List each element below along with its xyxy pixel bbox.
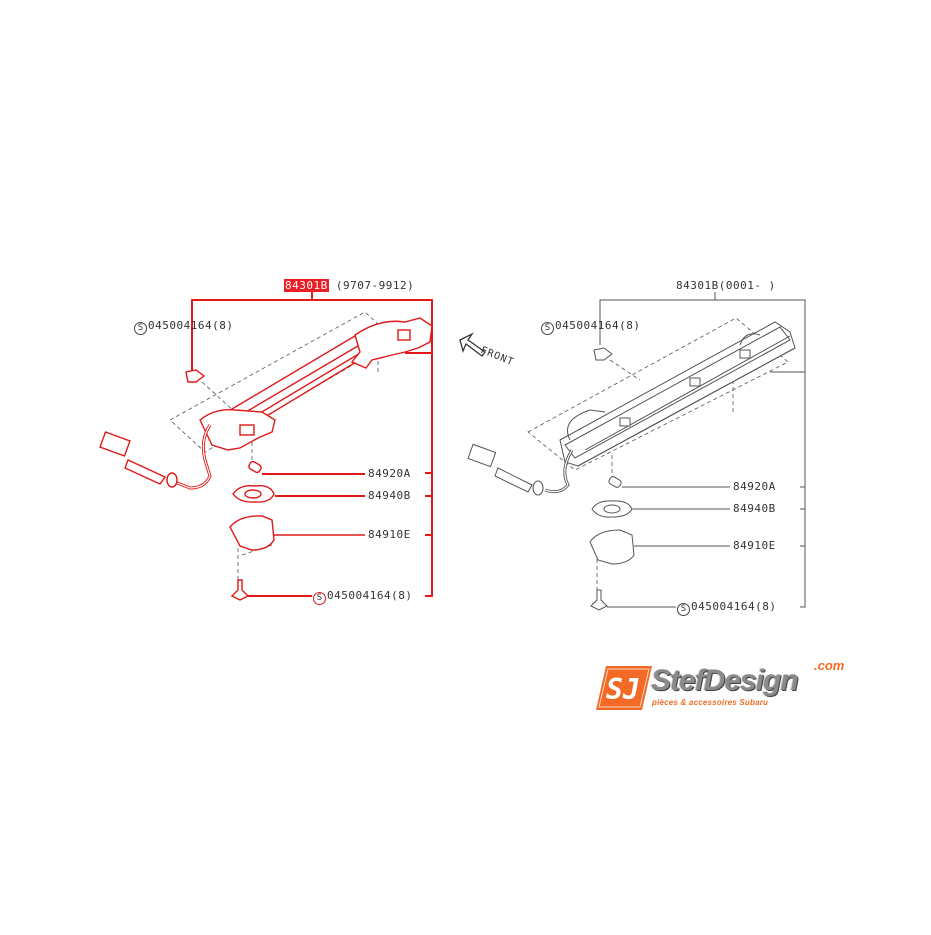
right-housing (467, 321, 796, 496)
left-assembly-label[interactable]: 84301B (9707-9912) (284, 279, 415, 292)
sj-mark-icon: SJ (596, 666, 652, 710)
left-callout-84920a[interactable]: 84920A (368, 467, 411, 480)
left-callout-84910e[interactable]: 84910E (368, 528, 411, 541)
left-callout-84940b[interactable]: 84940B (368, 489, 411, 502)
right-screw-top-part-number[interactable]: 045004164(8) (555, 319, 641, 332)
front-arrow-icon (459, 332, 486, 357)
left-assembly-part-number[interactable]: 84301B (284, 279, 329, 292)
brand-tagline: pièces & accessoires Subaru (652, 698, 769, 707)
standard-part-symbol-icon: S (134, 322, 147, 335)
right-small-parts (589, 347, 730, 611)
right-callout-84920a[interactable]: 84920A (733, 480, 776, 493)
brand-name: StefDesign (651, 664, 799, 697)
left-screw-bottom-part-number[interactable]: 045004164(8) (327, 589, 413, 602)
standard-part-symbol-icon: S (541, 322, 554, 335)
left-screw-top-part-number[interactable]: 045004164(8) (148, 319, 234, 332)
left-small-parts (185, 369, 365, 601)
standard-part-symbol-icon: S (313, 592, 326, 605)
right-callout-84910e[interactable]: 84910E (733, 539, 776, 552)
right-assembly-part-number[interactable]: 84301B (676, 279, 719, 292)
right-assembly-bracket (599, 292, 806, 608)
standard-part-symbol-icon: S (677, 603, 690, 616)
right-callout-84940b[interactable]: 84940B (733, 502, 776, 515)
right-assembly-period: (0001- ) (718, 279, 776, 292)
brand-tld: .com (814, 658, 845, 673)
right-screw-bottom-part-number[interactable]: 045004164(8) (691, 600, 777, 613)
svg-text:SJ: SJ (606, 673, 640, 706)
left-assembly-bracket (191, 292, 433, 597)
left-harness (99, 317, 433, 490)
left-assembly-period: (9707-9912) (335, 279, 415, 292)
stefdesign-logo: SJ StefDesign .com pièces & accessoires … (596, 658, 856, 716)
right-assembly-label[interactable]: 84301B(0001- ) (676, 280, 776, 292)
